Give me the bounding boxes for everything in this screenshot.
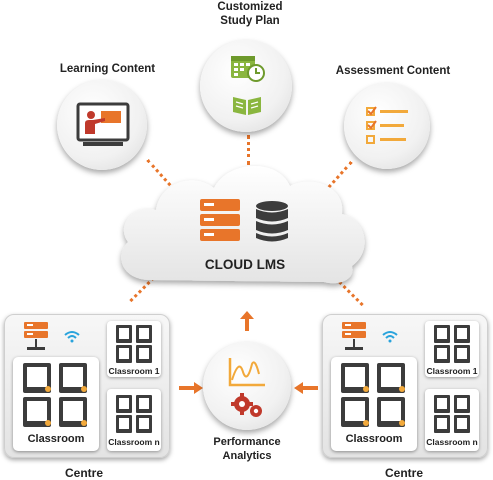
server-icon [24,322,48,350]
study-plan-node [200,40,292,132]
arrow-up-icon [240,311,254,331]
line-chart-icon [228,358,265,387]
devices-grid-icon [434,325,470,363]
classroom-label: Classroom [27,433,85,445]
classroom-n-label: Classroom n [108,437,160,447]
centre-label-right: Centre [384,466,423,480]
classroom-main: Classroom [331,357,417,451]
classroom-1-label: Classroom 1 [426,366,478,376]
classroom-1: Classroom 1 [425,321,479,377]
server-icon [342,322,366,350]
arrow-right-icon [179,382,203,394]
performance-analytics-label: Performance Analytics [213,436,281,462]
classroom-n: Classroom n [425,389,479,451]
cloud-lms-label: CLOUD LMS [204,257,286,272]
cloud-lms-node [121,165,365,284]
centre-panel-left: Classroom Classroom 1 Classroom n [4,314,170,458]
learning-content-label: Learning Content [59,63,156,75]
assessment-content-node [344,83,430,169]
classroom-main: Classroom [13,357,99,451]
devices-grid-icon [116,395,152,433]
devices-grid-icon [23,363,87,427]
gears-icon [231,393,262,417]
classroom-1-label: Classroom 1 [108,366,160,376]
presentation-board-icon [76,102,130,146]
classroom-1: Classroom 1 [107,321,161,377]
learning-content-node [57,80,147,170]
centre-label-left: Centre [64,466,103,480]
classroom-n: Classroom n [107,389,161,451]
wifi-icon [64,331,80,343]
assessment-content-label: Assessment Content [335,65,451,77]
devices-grid-icon [116,325,152,363]
devices-grid-icon [434,395,470,433]
checklist-icon [366,106,408,144]
arrow-left-icon [294,382,318,394]
devices-grid-icon [341,363,405,427]
classroom-label: Classroom [345,433,403,445]
classroom-n-label: Classroom n [426,437,478,447]
performance-analytics-node [203,342,291,430]
calendar-clock-icon [231,56,265,82]
book-icon [233,97,261,115]
connector-study-plan [247,135,250,165]
study-plan-label: Customized Study Plan [217,1,283,27]
wifi-icon [382,331,398,343]
database-icon [256,201,288,242]
centre-panel-right: Classroom Classroom 1 Classroom n [322,314,488,458]
server-stack-icon [200,199,240,241]
